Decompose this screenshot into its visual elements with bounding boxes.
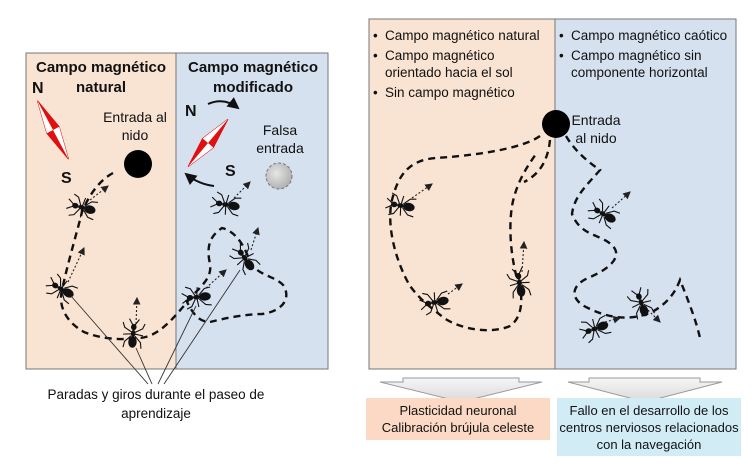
natural-field-header: Campo magnético natural [35,59,167,96]
false-entrance-dot [265,162,293,190]
left-figure [25,52,329,385]
false-entrance-label: Falsa entrada [256,122,304,156]
failure-conditions-list: Campo magnético caótico Campo magnético … [559,27,729,84]
learning-walk-paths [389,135,552,332]
nest-entrance-label: Entrada al nido [103,109,167,143]
failed-walk-paths [564,135,702,339]
rotation-arrow-icon [207,97,240,110]
outcome-right-text: Fallo en el desarrollo de los centros ne… [559,403,739,452]
gaze-arrows-right [411,183,661,324]
learning-walk-path [59,171,288,341]
condition-item: Campo magnético orientado hacia el sol [373,47,553,81]
down-arrow-icon [379,377,543,403]
learning-walk-caption: Paradas y giros durante el paseo de apre… [47,387,265,421]
gaze-arrows [67,181,260,325]
outcome-left-box [366,398,550,440]
nest-entrance-dot [124,150,152,178]
outcome-right-box [557,398,741,456]
condition-item: Campo magnético sin componente horizonta… [559,47,729,81]
outcome-left-text: Plasticidad neuronal Calibración brújula… [381,403,535,435]
compass-south-label: S [61,170,72,187]
rotation-arrow-icon [184,172,215,187]
compass-needle-icon [37,100,69,160]
modified-field-header: Campo magnético modificado [187,59,319,96]
down-arrow-icon [567,377,723,403]
compass-south-label: S [225,163,236,180]
caption-pointers [70,269,241,385]
condition-item: Campo magnético natural [373,27,553,44]
compass-north-label: N [32,80,44,97]
condition-item: Campo magnético caótico [559,27,729,44]
nest-entrance-dot [542,110,570,138]
compass-north-label: N [185,103,197,120]
compass-needle-icon [187,118,229,168]
learning-conditions-list: Campo magnético natural Campo magnético … [373,27,553,104]
natural-field-panel [25,52,177,370]
nest-entrance-label: Entrada al nido [571,112,621,146]
modified-field-panel [175,52,329,370]
condition-item: Sin campo magnético [373,84,553,101]
